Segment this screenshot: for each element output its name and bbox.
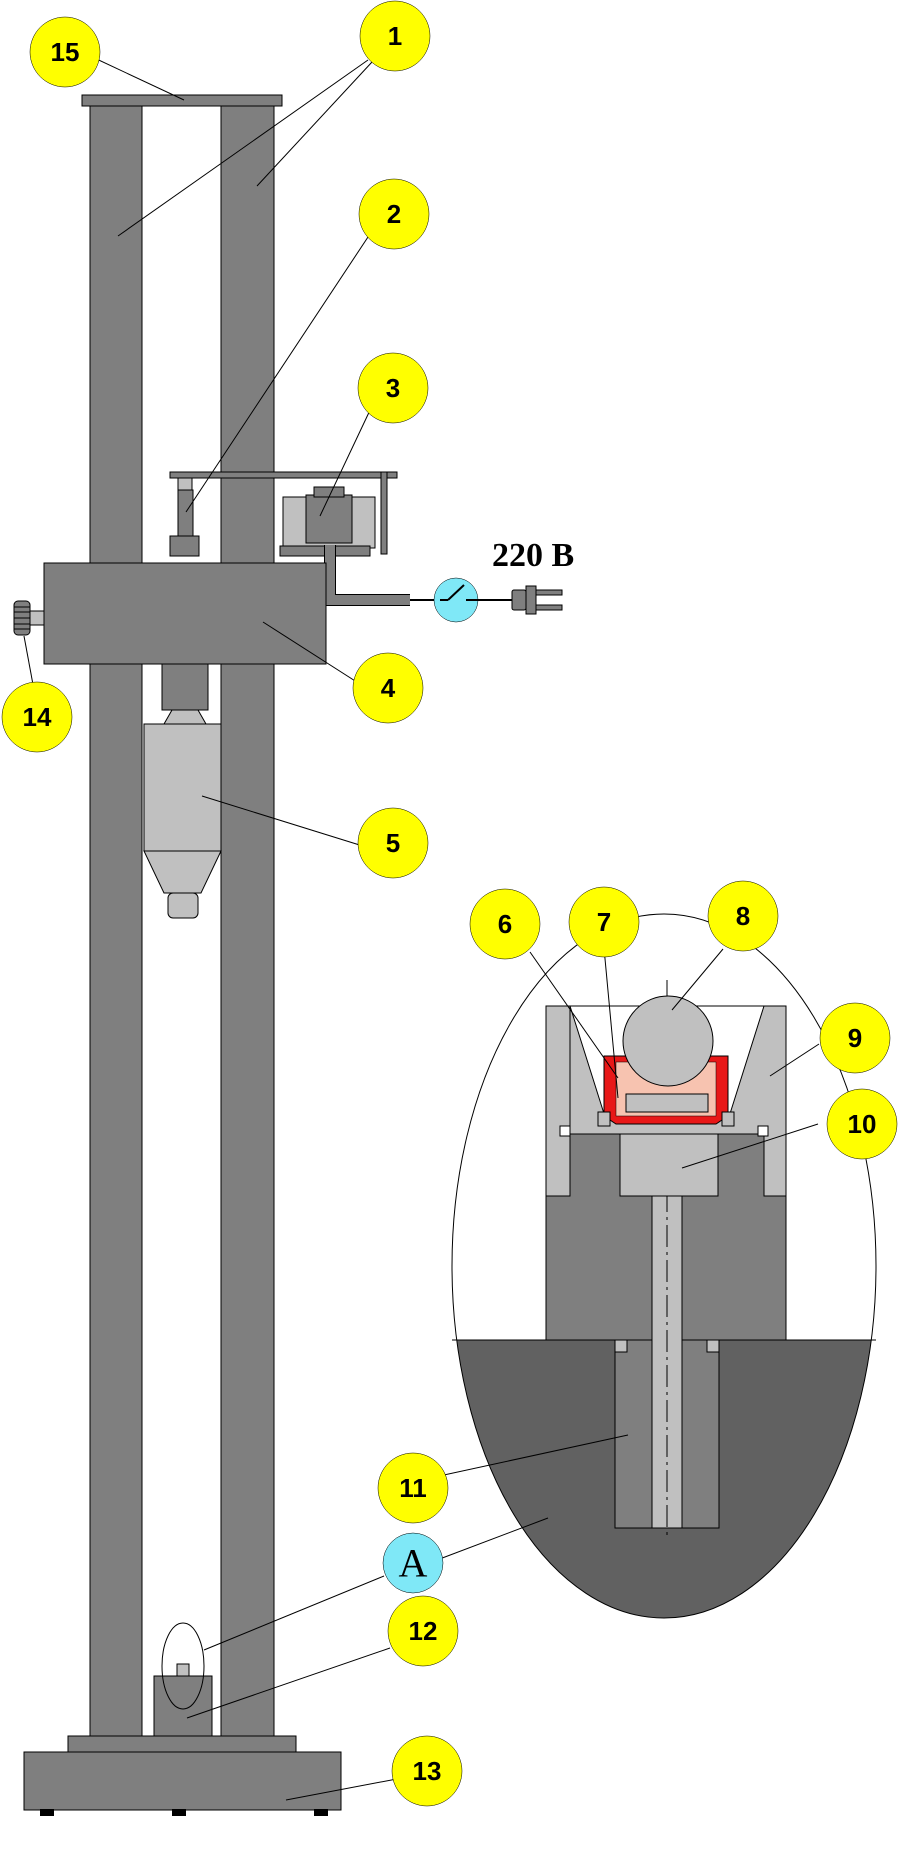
- svg-text:5: 5: [386, 828, 400, 858]
- load-weight: [143, 663, 222, 919]
- stand-base: [23, 1735, 342, 1816]
- top-crossbar: [81, 94, 283, 107]
- callout-1: 1: [359, 0, 431, 72]
- carriage: [13, 562, 327, 665]
- callout-12: 12: [387, 1595, 459, 1667]
- plug-icon: [511, 585, 563, 615]
- svg-text:11: 11: [399, 1473, 427, 1503]
- power-cable: 220 В: [410, 537, 574, 623]
- svg-text:7: 7: [597, 907, 611, 937]
- svg-text:12: 12: [409, 1616, 438, 1646]
- callout-11: 11: [377, 1452, 449, 1524]
- guide-columns: [89, 105, 275, 1737]
- callout-14: 14: [1, 681, 73, 753]
- callout-3: 3: [357, 352, 429, 424]
- svg-text:2: 2: [387, 199, 401, 229]
- svg-text:9: 9: [848, 1023, 862, 1053]
- svg-text:14: 14: [23, 702, 52, 732]
- voltage-label: 220 В: [492, 537, 574, 574]
- sample-holder: [153, 1622, 213, 1737]
- callout-9: 9: [819, 1002, 891, 1074]
- svg-text:6: 6: [498, 909, 512, 939]
- svg-text:1: 1: [388, 21, 402, 51]
- callout-6: 6: [469, 888, 541, 960]
- svg-text:3: 3: [386, 373, 400, 403]
- svg-text:4: 4: [381, 673, 396, 703]
- callout-a: A: [382, 1532, 444, 1594]
- knob-icon: [13, 600, 31, 636]
- svg-text:A: A: [399, 1541, 428, 1586]
- callout-15: 15: [29, 16, 101, 88]
- callout-2: 2: [358, 178, 430, 250]
- leader-lines: [23, 54, 820, 1801]
- callout-7: 7: [568, 886, 640, 958]
- svg-text:15: 15: [51, 37, 80, 67]
- svg-text:10: 10: [848, 1109, 877, 1139]
- callout-13: 13: [391, 1735, 463, 1807]
- electromagnet-assembly: [169, 471, 410, 606]
- svg-text:13: 13: [413, 1756, 442, 1786]
- callout-8: 8: [707, 880, 779, 952]
- callout-10: 10: [826, 1088, 898, 1160]
- detail-a-view: [451, 913, 877, 1619]
- callout-4: 4: [352, 652, 424, 724]
- callout-5: 5: [357, 807, 429, 879]
- callouts: 15 1 2 3 4 14 5 6: [1, 0, 898, 1807]
- svg-text:8: 8: [736, 901, 750, 931]
- detail-a-marker: [161, 1622, 205, 1710]
